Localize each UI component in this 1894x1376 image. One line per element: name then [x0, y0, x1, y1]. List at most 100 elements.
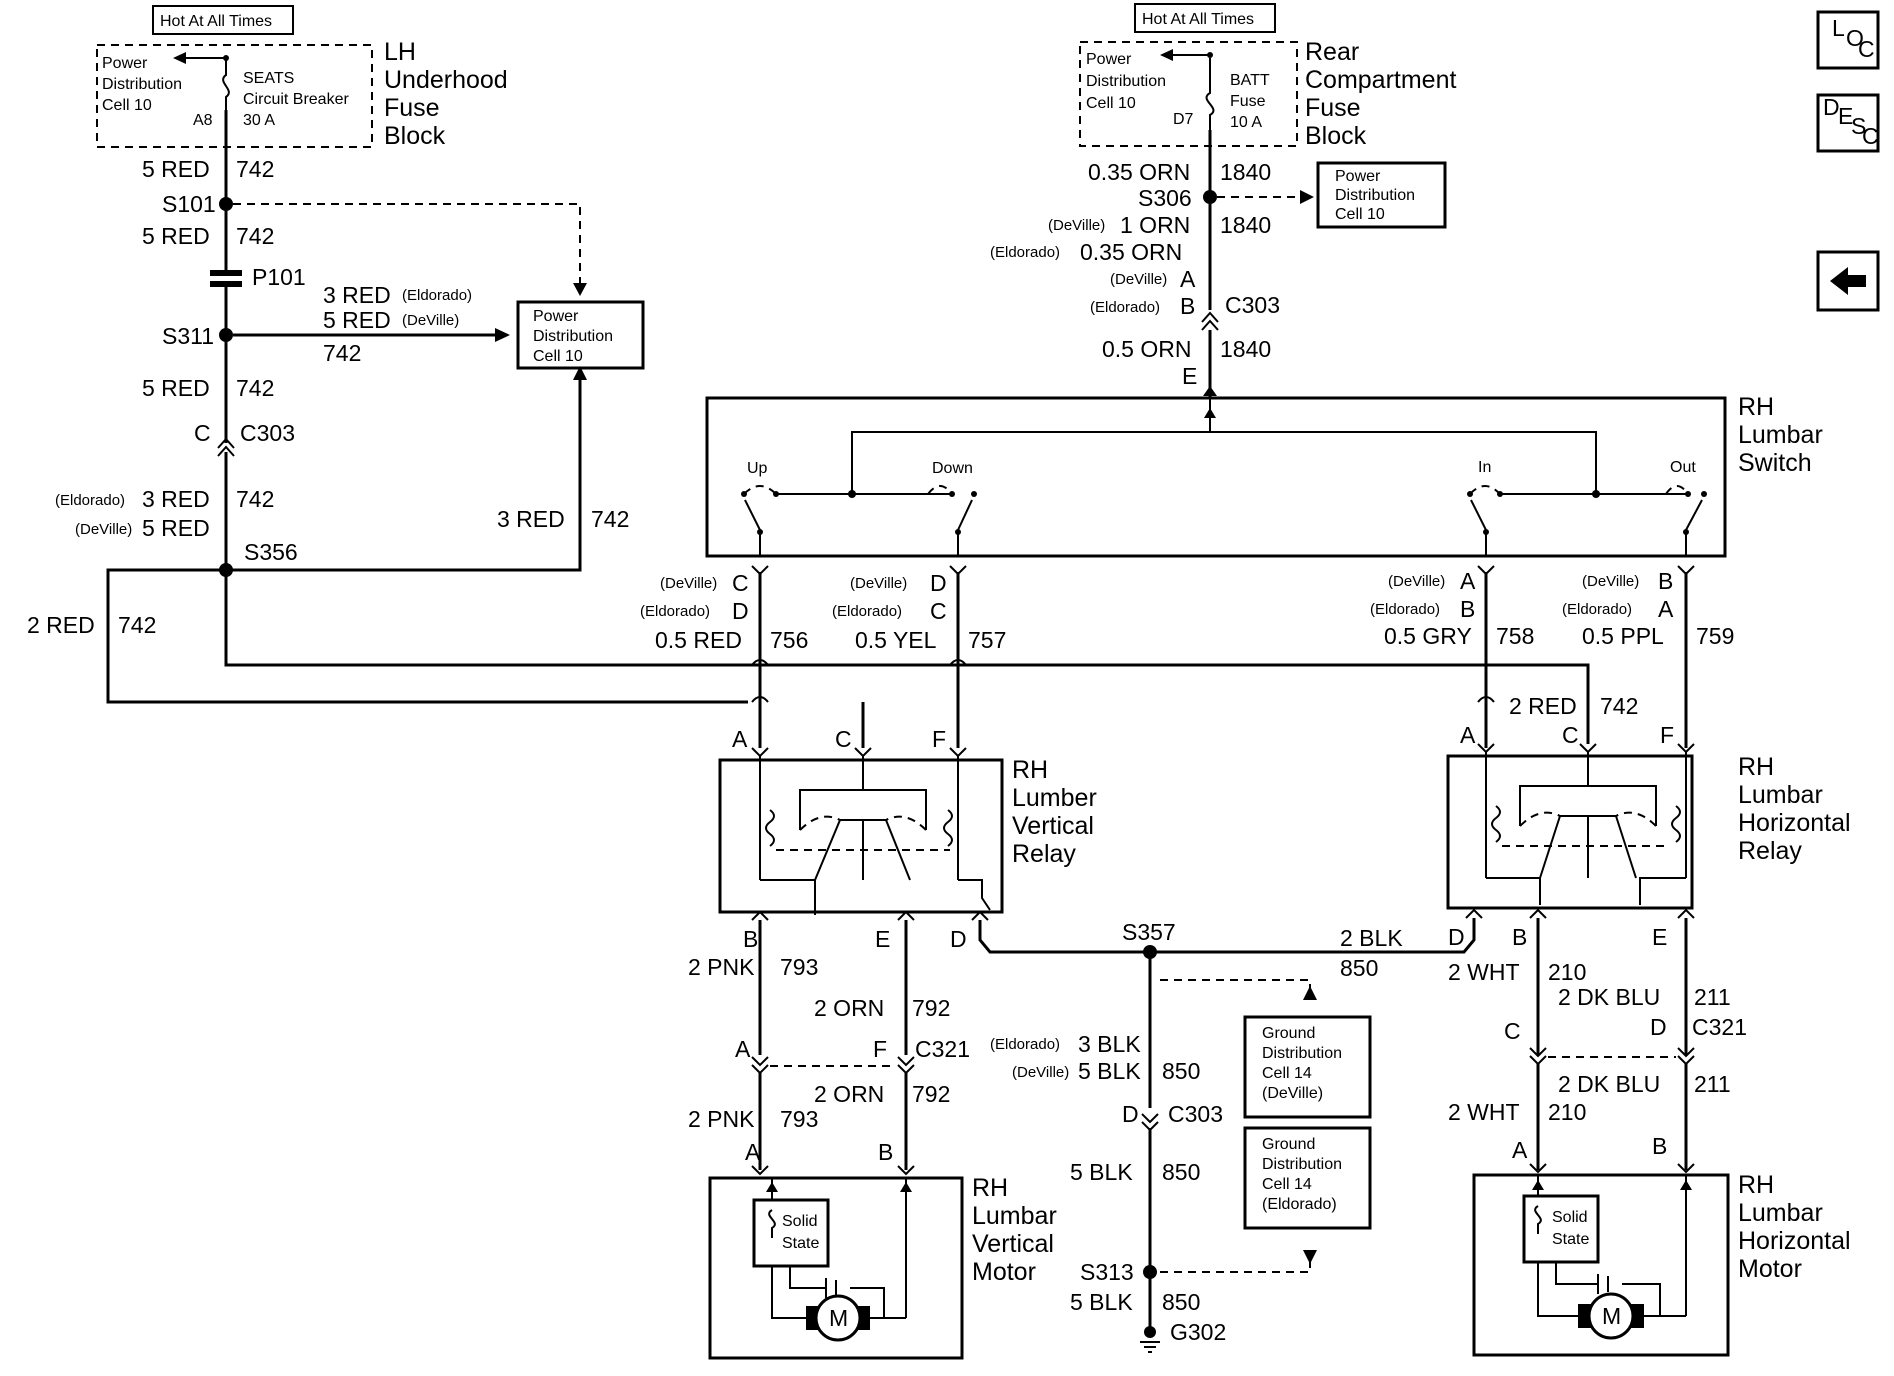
svg-text:Switch: Switch — [1738, 449, 1812, 477]
connector-c321-vertical-a — [751, 1056, 769, 1075]
svg-text:Cell 10: Cell 10 — [533, 348, 583, 365]
svg-text:E: E — [1182, 363, 1197, 389]
svg-text:D: D — [930, 570, 947, 596]
svg-text:850: 850 — [1162, 1289, 1200, 1315]
svg-text:Solid: Solid — [782, 1213, 818, 1230]
desc-button[interactable]: D E S C — [1816, 93, 1880, 153]
svg-text:E: E — [875, 926, 890, 952]
svg-text:D: D — [1448, 924, 1465, 950]
svg-text:Block: Block — [384, 122, 446, 150]
svg-text:(Eldorado): (Eldorado) — [1262, 1196, 1337, 1213]
svg-text:742: 742 — [323, 340, 361, 366]
splice-s311 — [219, 328, 233, 342]
desc-letter-c: C — [1862, 123, 1879, 149]
svg-text:(Eldorado): (Eldorado) — [990, 1036, 1060, 1053]
connector-c321-vertical-f — [897, 1056, 915, 1075]
svg-text:792: 792 — [912, 995, 950, 1021]
svg-text:Lumbar: Lumbar — [1738, 421, 1823, 449]
svg-text:5 RED: 5 RED — [323, 307, 391, 333]
svg-text:756: 756 — [770, 627, 808, 653]
svg-text:C321: C321 — [915, 1036, 970, 1062]
svg-text:(Eldorado): (Eldorado) — [640, 603, 710, 620]
svg-text:0.5 YEL: 0.5 YEL — [855, 627, 937, 653]
rh-lumbar-horizontal-relay: RH Lumbar Horizontal Relay A C F 2 RED 7… — [1446, 663, 1851, 910]
svg-text:Relay: Relay — [1012, 840, 1076, 868]
svg-text:758: 758 — [1496, 623, 1534, 649]
svg-text:Distribution: Distribution — [533, 328, 613, 345]
connector-c303-ground — [1141, 1113, 1159, 1132]
svg-text:(DeVille): (DeVille) — [1388, 573, 1445, 590]
desc-letter-e: E — [1838, 103, 1853, 129]
motor-icon — [1587, 1292, 1635, 1340]
svg-text:30 A: 30 A — [243, 112, 275, 129]
svg-text:2 DK BLU: 2 DK BLU — [1558, 1071, 1660, 1097]
svg-text:B: B — [1180, 293, 1195, 319]
svg-text:0.35 ORN: 0.35 ORN — [1088, 159, 1190, 185]
svg-text:211: 211 — [1694, 984, 1731, 1010]
svg-text:(Eldorado): (Eldorado) — [832, 603, 902, 620]
svg-text:C321: C321 — [1692, 1014, 1747, 1040]
loc-letter-c: C — [1858, 36, 1875, 62]
svg-text:210: 210 — [1548, 959, 1586, 985]
svg-text:C: C — [732, 570, 749, 596]
svg-text:C: C — [194, 420, 211, 446]
connector-c303-left — [217, 437, 235, 457]
relay-coil-left — [1491, 805, 1501, 843]
ground-distribution-deville: Ground Distribution Cell 14 (DeVille) — [1243, 1015, 1372, 1119]
svg-text:State: State — [782, 1235, 819, 1252]
svg-text:0.35 ORN: 0.35 ORN — [1080, 239, 1182, 265]
svg-text:850: 850 — [1162, 1058, 1200, 1084]
svg-text:Lumber: Lumber — [1012, 784, 1097, 812]
relay-coil-right — [943, 809, 953, 847]
svg-text:Cell 14: Cell 14 — [1262, 1176, 1312, 1193]
svg-text:Underhood: Underhood — [384, 66, 508, 94]
svg-text:742: 742 — [1600, 693, 1638, 719]
svg-text:(DeVille): (DeVille) — [850, 575, 907, 592]
svg-text:Fuse: Fuse — [1230, 93, 1266, 110]
svg-text:A8: A8 — [193, 112, 213, 129]
svg-text:2 WHT: 2 WHT — [1448, 1099, 1520, 1125]
ground-distribution-eldorado: Ground Distribution Cell 14 (Eldorado) — [1243, 1126, 1372, 1230]
svg-text:Distribution: Distribution — [1262, 1045, 1342, 1062]
svg-text:A: A — [1180, 266, 1196, 292]
svg-text:Power: Power — [102, 55, 148, 72]
loc-letter-l: L — [1832, 15, 1845, 41]
svg-text:Distribution: Distribution — [1086, 73, 1166, 90]
svg-text:3 RED: 3 RED — [142, 486, 210, 512]
splice-s101 — [219, 197, 233, 211]
svg-text:2 PNK: 2 PNK — [688, 954, 755, 980]
svg-text:Distribution: Distribution — [1262, 1156, 1342, 1173]
svg-text:0.5 ORN: 0.5 ORN — [1102, 336, 1191, 362]
svg-text:A: A — [732, 726, 748, 752]
svg-text:793: 793 — [780, 1106, 818, 1132]
svg-text:(DeVille): (DeVille) — [1110, 271, 1167, 288]
svg-text:Cell 10: Cell 10 — [1335, 206, 1385, 223]
svg-text:742: 742 — [236, 375, 274, 401]
svg-text:Lumbar: Lumbar — [972, 1202, 1057, 1230]
desc-letter-d: D — [1823, 94, 1840, 120]
loc-button[interactable]: L O C — [1816, 10, 1880, 70]
svg-text:Down: Down — [932, 460, 973, 477]
svg-text:B: B — [1512, 924, 1527, 950]
svg-text:Lumbar: Lumbar — [1738, 781, 1823, 809]
svg-text:742: 742 — [236, 156, 274, 182]
svg-text:State: State — [1552, 1231, 1589, 1248]
svg-text:850: 850 — [1340, 955, 1378, 981]
svg-text:Motor: Motor — [972, 1258, 1036, 1286]
svg-text:Relay: Relay — [1738, 837, 1802, 865]
rear-compartment-fuse-block: Hot At All Times Power Distribution Cell… — [1079, 3, 1456, 150]
svg-text:Fuse: Fuse — [1305, 94, 1361, 122]
svg-text:2 DK BLU: 2 DK BLU — [1558, 984, 1660, 1010]
svg-text:(Eldorado): (Eldorado) — [402, 287, 472, 304]
svg-text:RH: RH — [1738, 753, 1774, 781]
svg-text:210: 210 — [1548, 1099, 1586, 1125]
back-button[interactable] — [1816, 250, 1880, 312]
svg-text:D: D — [950, 926, 967, 952]
svg-text:Motor: Motor — [1738, 1255, 1802, 1283]
power-distribution-box-right: Power Distribution Cell 10 — [1316, 161, 1447, 229]
svg-text:A: A — [1460, 722, 1476, 748]
svg-text:S101: S101 — [162, 191, 216, 217]
svg-text:B: B — [1652, 1133, 1667, 1159]
svg-text:5 BLK: 5 BLK — [1078, 1058, 1141, 1084]
